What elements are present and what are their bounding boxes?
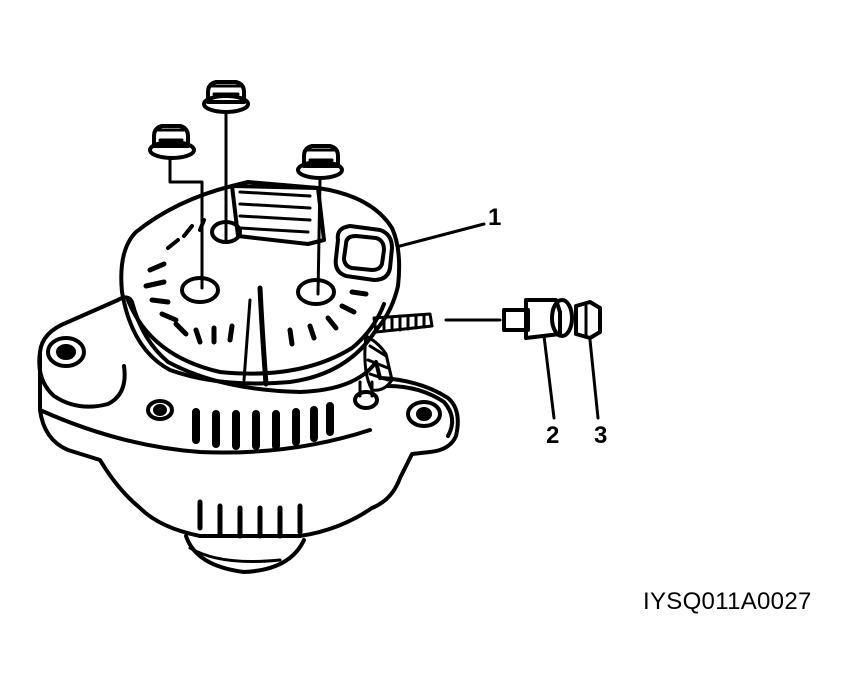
leader-2 (542, 334, 556, 420)
terminal-nut (574, 300, 602, 340)
leader-1 (398, 222, 486, 248)
mounting-nut-2 (148, 124, 204, 290)
mounting-nut-1 (202, 80, 250, 242)
callout-3: 3 (594, 422, 608, 449)
alternator-body (37, 180, 460, 574)
insulator-bushing (502, 298, 574, 340)
figure-code: IYSQ011A0027 (643, 588, 812, 615)
leader-3 (588, 338, 600, 420)
terminal-bolt (372, 312, 502, 334)
mounting-nut-3 (296, 144, 344, 296)
callout-1: 1 (488, 204, 502, 231)
callout-2: 2 (546, 422, 560, 449)
